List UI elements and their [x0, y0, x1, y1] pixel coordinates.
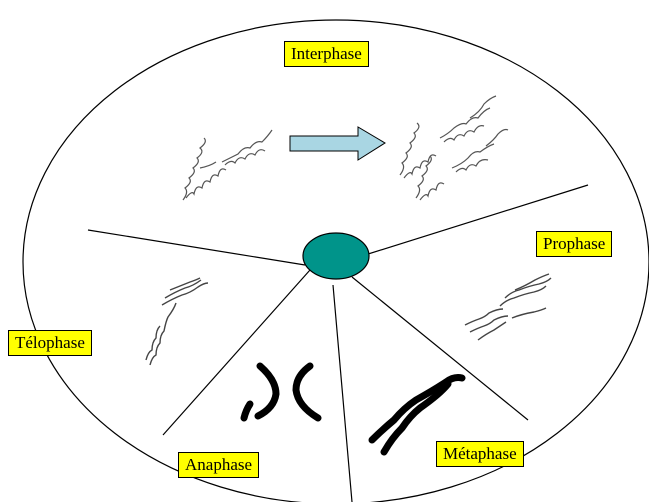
- prophase-chromosomes: [465, 274, 551, 340]
- anaphase-chromosomes: [244, 366, 318, 418]
- interphase-chromatin-duplicated: [400, 96, 508, 200]
- interphase-chromatin-single: [183, 130, 272, 200]
- progression-arrow: [290, 127, 385, 160]
- label-metaphase: Métaphase: [436, 441, 524, 467]
- center-nucleus: [303, 233, 369, 279]
- label-anaphase: Anaphase: [178, 452, 259, 478]
- label-interphase: Interphase: [284, 41, 369, 67]
- label-prophase: Prophase: [536, 231, 612, 257]
- label-telophase: Télophase: [8, 330, 92, 356]
- telophase-chromosomes: [146, 278, 208, 365]
